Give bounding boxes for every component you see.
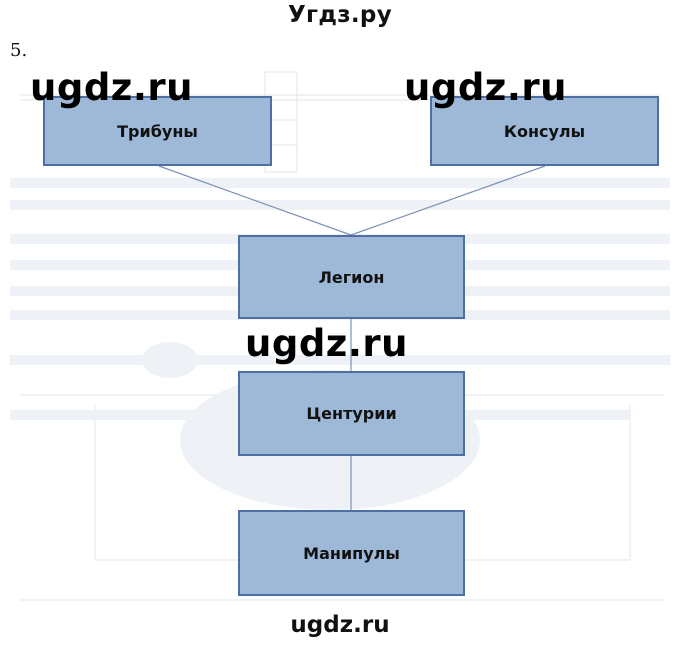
- node-tribunes-label: Трибуны: [117, 121, 198, 141]
- site-title: Угдз.ру: [288, 2, 392, 28]
- node-centuries-label: Центурии: [306, 404, 397, 423]
- task-number: 5.: [10, 40, 28, 61]
- node-tribunes: Трибуны: [43, 96, 272, 166]
- node-legion-label: Легион: [318, 267, 385, 287]
- node-maniples-label: Манипулы: [303, 543, 400, 563]
- watermark: ugdz.ru: [245, 322, 408, 365]
- connector-tribunes-legion: [158, 165, 352, 236]
- connector-consuls-legion: [350, 165, 546, 236]
- footer-watermark: ugdz.ru: [290, 612, 390, 638]
- node-centuries: Центурии: [238, 371, 465, 456]
- watermark: ugdz.ru: [30, 66, 193, 109]
- node-consuls-label: Консулы: [503, 121, 586, 141]
- node-maniples: Манипулы: [238, 510, 465, 596]
- node-consuls: Консулы: [430, 96, 659, 166]
- node-legion: Легион: [238, 235, 465, 319]
- watermark: ugdz.ru: [404, 66, 567, 109]
